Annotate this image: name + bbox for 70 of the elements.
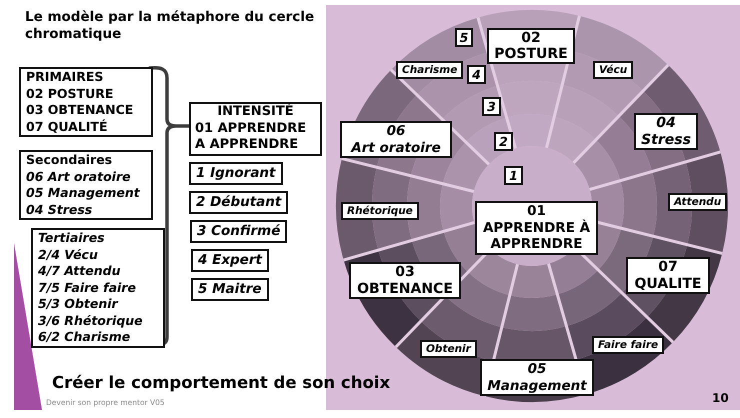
level-number: 1: [508, 168, 519, 183]
tag-text: Vécu: [599, 63, 628, 77]
list-item: 5/3 Obtenir: [38, 296, 120, 312]
level-text: 5 Maitre: [198, 280, 262, 299]
box-heading: INTENSITÉ: [216, 104, 295, 120]
sector-text: 07 QUALITE: [634, 259, 702, 292]
level-number: 2: [498, 134, 509, 149]
tag-text: Obtenir: [426, 342, 471, 356]
level-number-box: [467, 65, 486, 84]
level-box: [190, 220, 288, 243]
category-box: [19, 150, 153, 220]
tag-text: Rhétorique: [347, 204, 413, 218]
sector-box: [487, 28, 575, 64]
tertiary-tag: [668, 193, 728, 211]
level-number-box: [482, 97, 501, 116]
list-item: 03 OBTENANCE: [26, 102, 134, 118]
level-box: [189, 162, 282, 185]
sector-box: [340, 121, 452, 158]
level-number: 3: [486, 99, 497, 114]
list-item: 6/2 Charisme: [38, 329, 132, 346]
list-item: 07 QUALITÉ: [26, 118, 108, 135]
category-heading: PRIMAIRES: [26, 69, 104, 86]
sector-box: [475, 201, 598, 254]
tertiary-tag: [341, 202, 419, 220]
sector-text: 01 APPRENDRE À APPRENDRE: [482, 203, 592, 252]
list-item: 02 POSTURE: [26, 86, 114, 102]
level-number: 5: [458, 30, 470, 45]
level-text: 4 Expert: [198, 251, 262, 270]
level-box: [189, 191, 288, 214]
list-item: 05 Management: [26, 185, 141, 202]
sector-box: [634, 113, 698, 150]
tertiary-tag: [396, 61, 464, 79]
tertiary-tag: [593, 61, 634, 79]
tag-text: Attendu: [674, 195, 722, 209]
caption: Créer le comportement de son choix: [52, 373, 390, 393]
level-box: [191, 249, 269, 272]
sector-text: 03 OBTENANCE: [356, 264, 454, 297]
intensity-box: [189, 102, 322, 156]
tertiary-tag: [592, 336, 664, 354]
sector-box: [480, 359, 594, 396]
level-number-box: [494, 132, 513, 151]
box-text: 01 APPRENDRE A APPRENDRE: [195, 120, 308, 154]
sector-text: 04 Stress: [640, 115, 692, 148]
list-item: 3/6 Rhétorique: [38, 312, 144, 329]
level-box: [191, 278, 269, 301]
tag-text: Charisme: [402, 63, 458, 77]
list-item: 06 Art oratoire: [26, 168, 132, 185]
category-box: [19, 67, 153, 137]
sector-box: [626, 257, 710, 294]
title: Le modèle par la métaphore du cercle chromatique: [25, 9, 316, 43]
category-heading: Secondaires: [26, 152, 114, 168]
category-box: [31, 228, 165, 348]
tertiary-tag: [420, 340, 477, 358]
list-item: 2/4 Vécu: [38, 246, 99, 263]
sector-text: 06 Art oratoire: [350, 123, 442, 156]
sector-text: 02 POSTURE: [493, 30, 569, 62]
level-text: 3 Confirmé: [197, 222, 280, 241]
sector-box: [349, 262, 461, 299]
list-item: 04 Stress: [26, 202, 94, 218]
page-number: 10: [712, 391, 729, 405]
sector-text: 05 Management: [486, 361, 588, 394]
list-item: 7/5 Faire faire: [38, 280, 137, 296]
list-item: 4/7 Attendu: [38, 263, 122, 280]
tag-text: Faire faire: [598, 338, 658, 352]
level-number: 4: [471, 67, 482, 82]
level-number-box: [455, 28, 473, 47]
category-heading: Tertiaires: [38, 230, 106, 246]
level-number-box: [504, 166, 523, 185]
level-text: 1 Ignorant: [196, 164, 276, 183]
level-text: 2 Débutant: [196, 193, 282, 212]
